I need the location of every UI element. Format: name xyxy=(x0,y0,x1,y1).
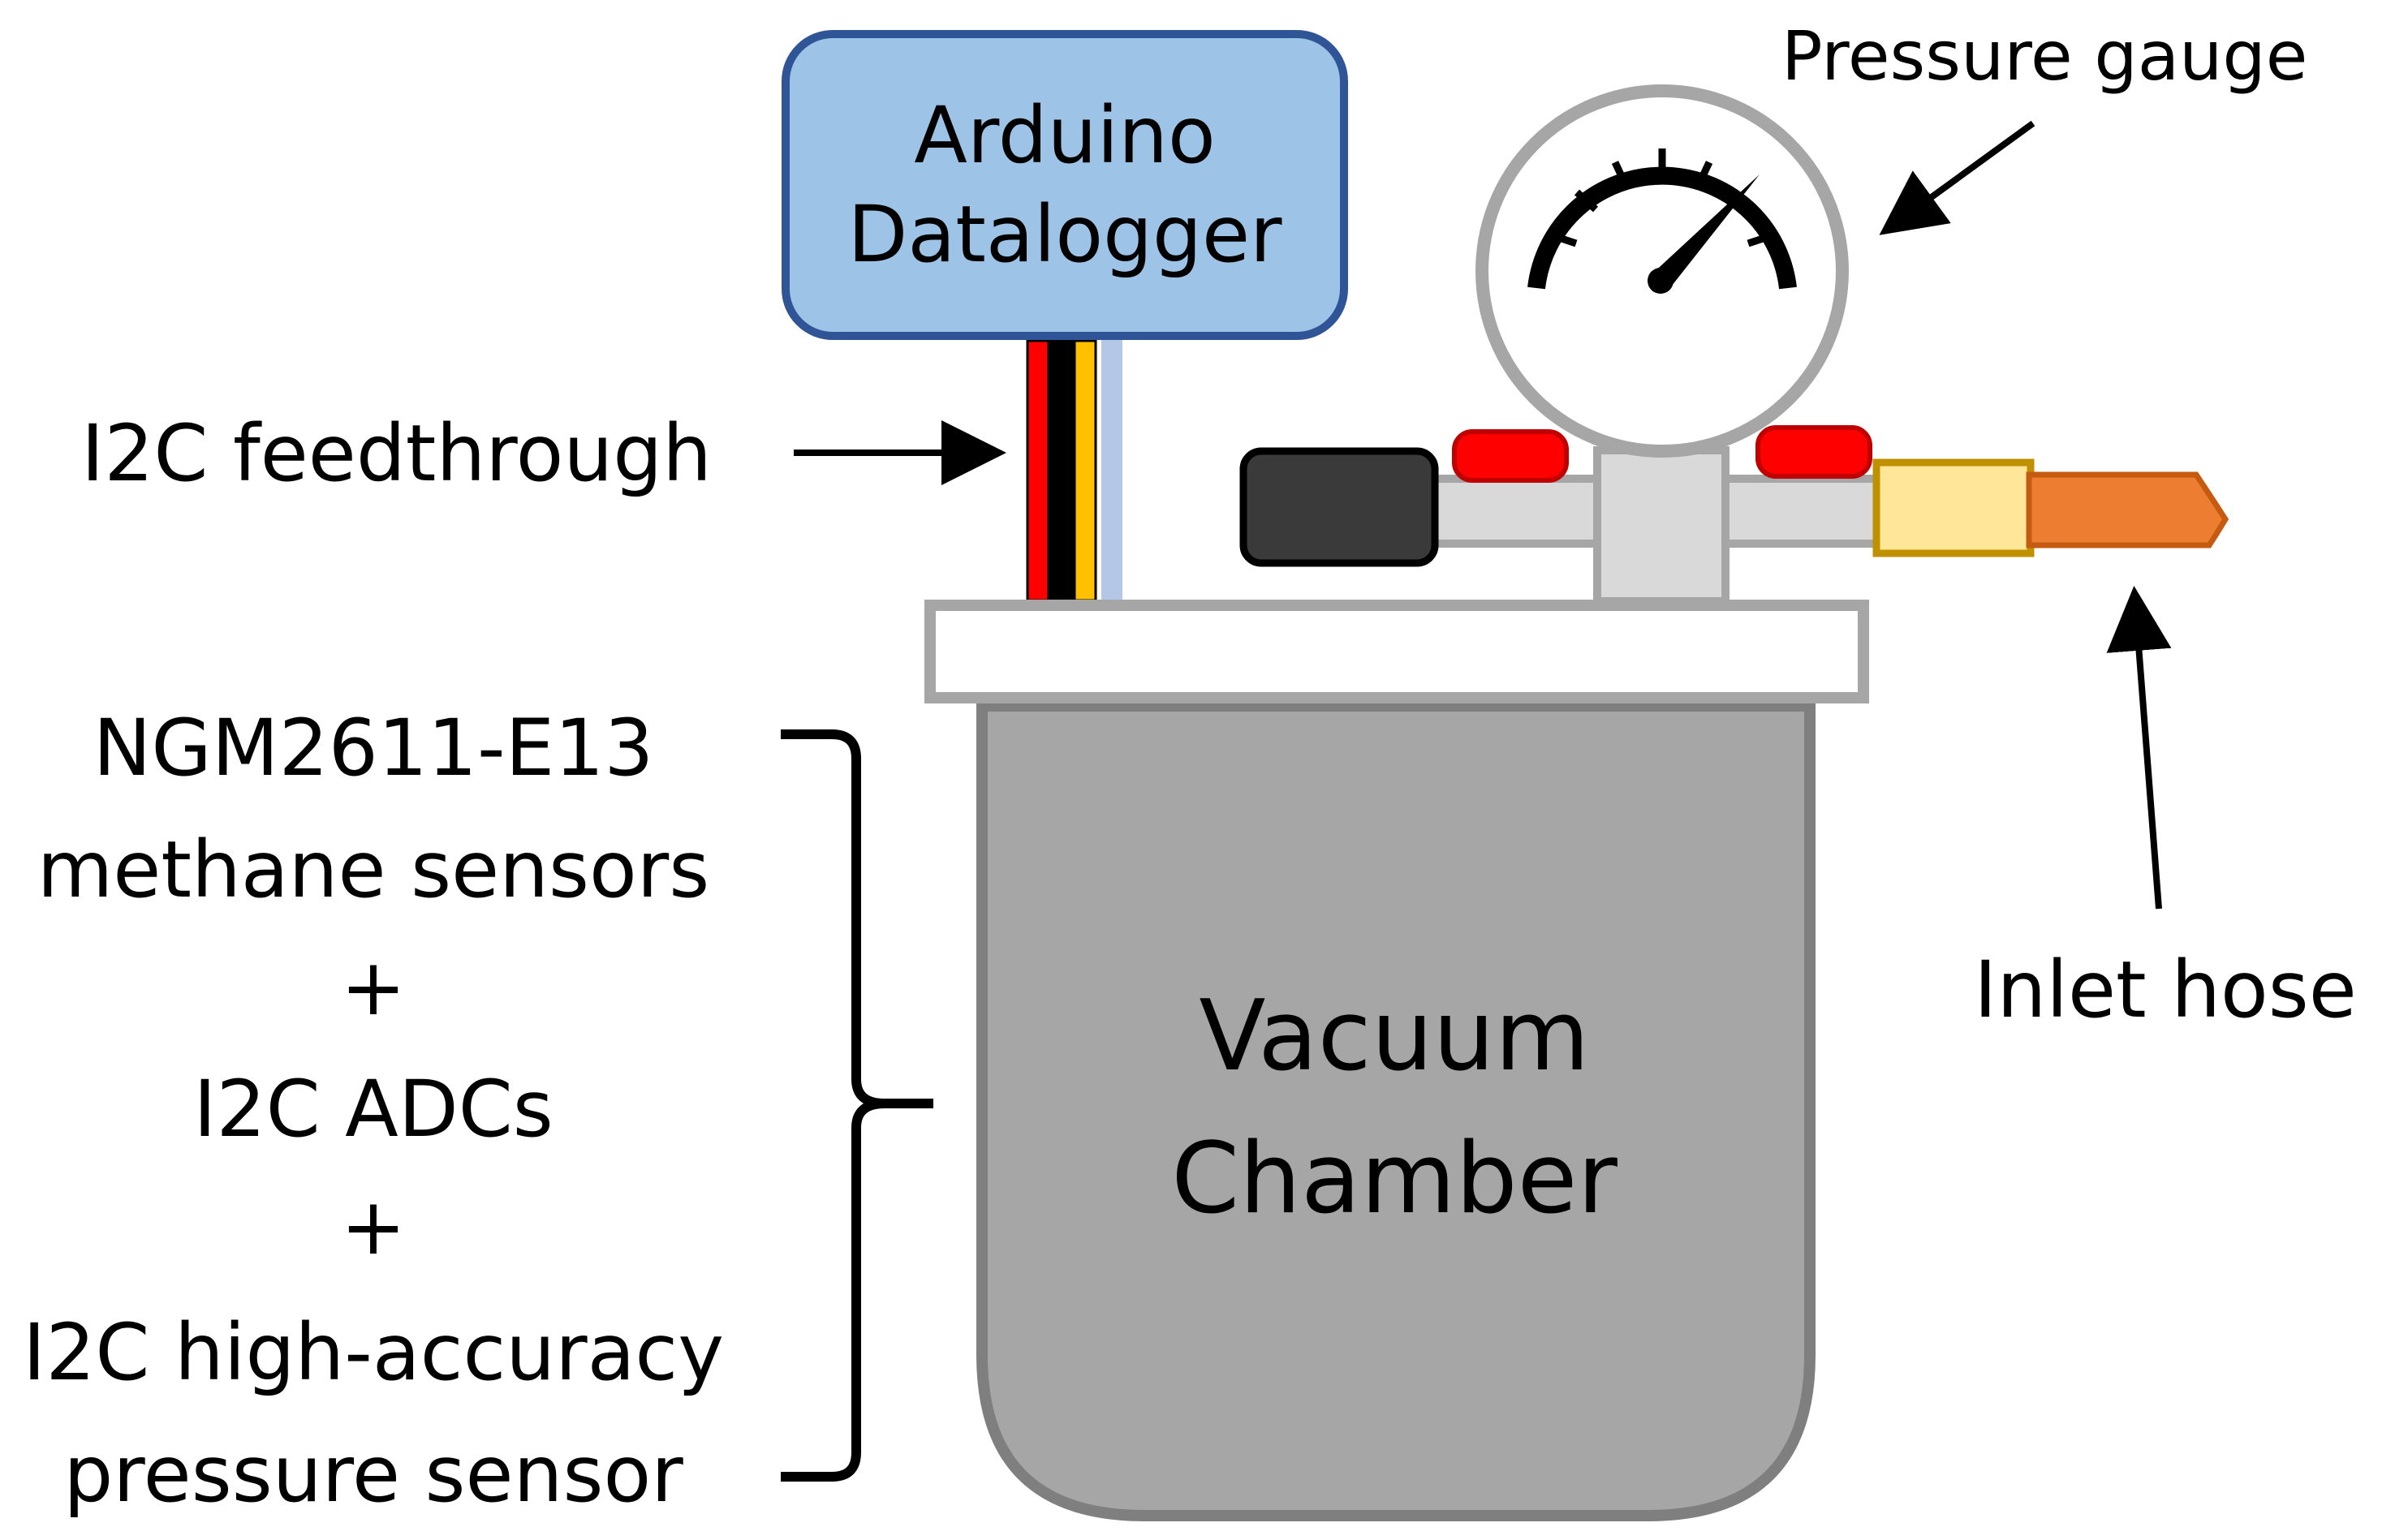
chamber-label-line2: Chamber xyxy=(1171,1123,1618,1236)
label-i2c-feedthrough: I2C feedthrough xyxy=(81,408,712,499)
sensor-line-5: pressure sensor xyxy=(63,1429,683,1520)
end-cap xyxy=(1239,447,1439,567)
sensor-bracket xyxy=(781,729,933,1482)
wire-black xyxy=(1049,339,1074,602)
sensor-plus-2: + xyxy=(341,1181,406,1272)
wire-yellow xyxy=(1073,339,1097,602)
chamber-body xyxy=(976,700,1816,1521)
sensor-line-4: I2C high-accuracy xyxy=(23,1307,724,1398)
sensor-plus-1: + xyxy=(341,942,406,1033)
label-pressure-gauge: Pressure gauge xyxy=(1781,16,2307,96)
arrow-pressure-gauge xyxy=(1879,120,2035,235)
valve-right xyxy=(1755,425,1872,479)
sensor-line-3: I2C ADCs xyxy=(193,1064,554,1155)
label-inlet-hose: Inlet hose xyxy=(1974,944,2357,1035)
wire-light-blue xyxy=(1101,340,1122,601)
valve-left xyxy=(1452,429,1569,483)
arduino-datalogger: Arduino Datalogger xyxy=(782,30,1348,340)
gauge-needle xyxy=(1650,174,1760,286)
pipe-assembly xyxy=(1239,425,2229,605)
gauge-ticks xyxy=(1550,148,1774,247)
wire-red xyxy=(1026,339,1050,602)
pipe-vertical xyxy=(1593,446,1730,605)
sensor-line-1: NGM2611-E13 xyxy=(93,703,654,794)
gauge-needle-hub xyxy=(1648,268,1674,294)
pressure-gauge xyxy=(1475,84,1849,458)
arduino-label-line1: Arduino xyxy=(914,90,1215,181)
sensor-line-2: methane sensors xyxy=(37,824,709,915)
chamber-label-line1: Vacuum xyxy=(1199,980,1589,1093)
inlet-hose-tube xyxy=(2026,471,2229,548)
arduino-label-line2: Datalogger xyxy=(847,189,1282,280)
arrow-inlet-hose xyxy=(2106,586,2172,910)
vacuum-chamber: Vacuum Chamber xyxy=(976,700,1816,1521)
sensor-list: NGM2611-E13 methane sensors + I2C ADCs +… xyxy=(23,703,724,1520)
chamber-lid xyxy=(924,600,1869,703)
hose-connector xyxy=(1872,458,2035,557)
i2c-wires xyxy=(1026,339,1122,602)
arduino-box xyxy=(782,30,1348,340)
